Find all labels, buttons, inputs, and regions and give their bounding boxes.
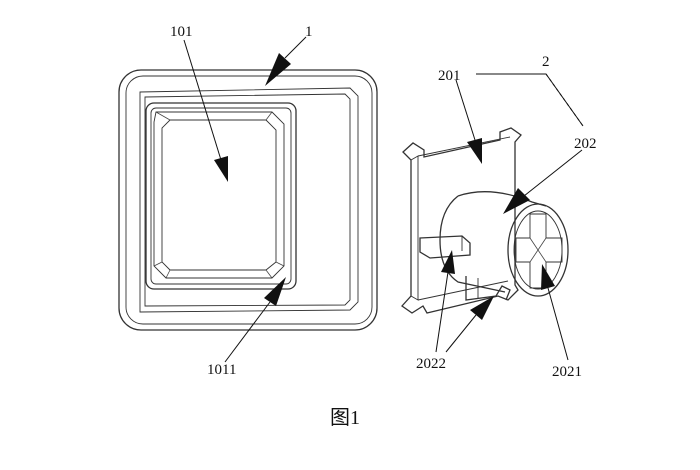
label-202: 202 xyxy=(574,136,597,152)
part-101-plate xyxy=(145,102,297,290)
label-201: 201 xyxy=(438,68,461,84)
label-2: 2 xyxy=(542,54,550,70)
leader-lines xyxy=(183,36,584,363)
figure-caption: 图1 xyxy=(330,407,360,429)
part-2022-ribs xyxy=(419,235,511,301)
label-1: 1 xyxy=(305,24,313,40)
part-2-connector xyxy=(401,127,569,314)
part-201-plate xyxy=(401,127,522,314)
label-2022: 2022 xyxy=(416,356,446,372)
part-202-cylinder xyxy=(439,191,569,297)
label-2021: 2021 xyxy=(552,364,582,380)
part-1-frame xyxy=(118,69,378,331)
label-1011: 1011 xyxy=(207,362,236,378)
label-101: 101 xyxy=(170,24,193,40)
